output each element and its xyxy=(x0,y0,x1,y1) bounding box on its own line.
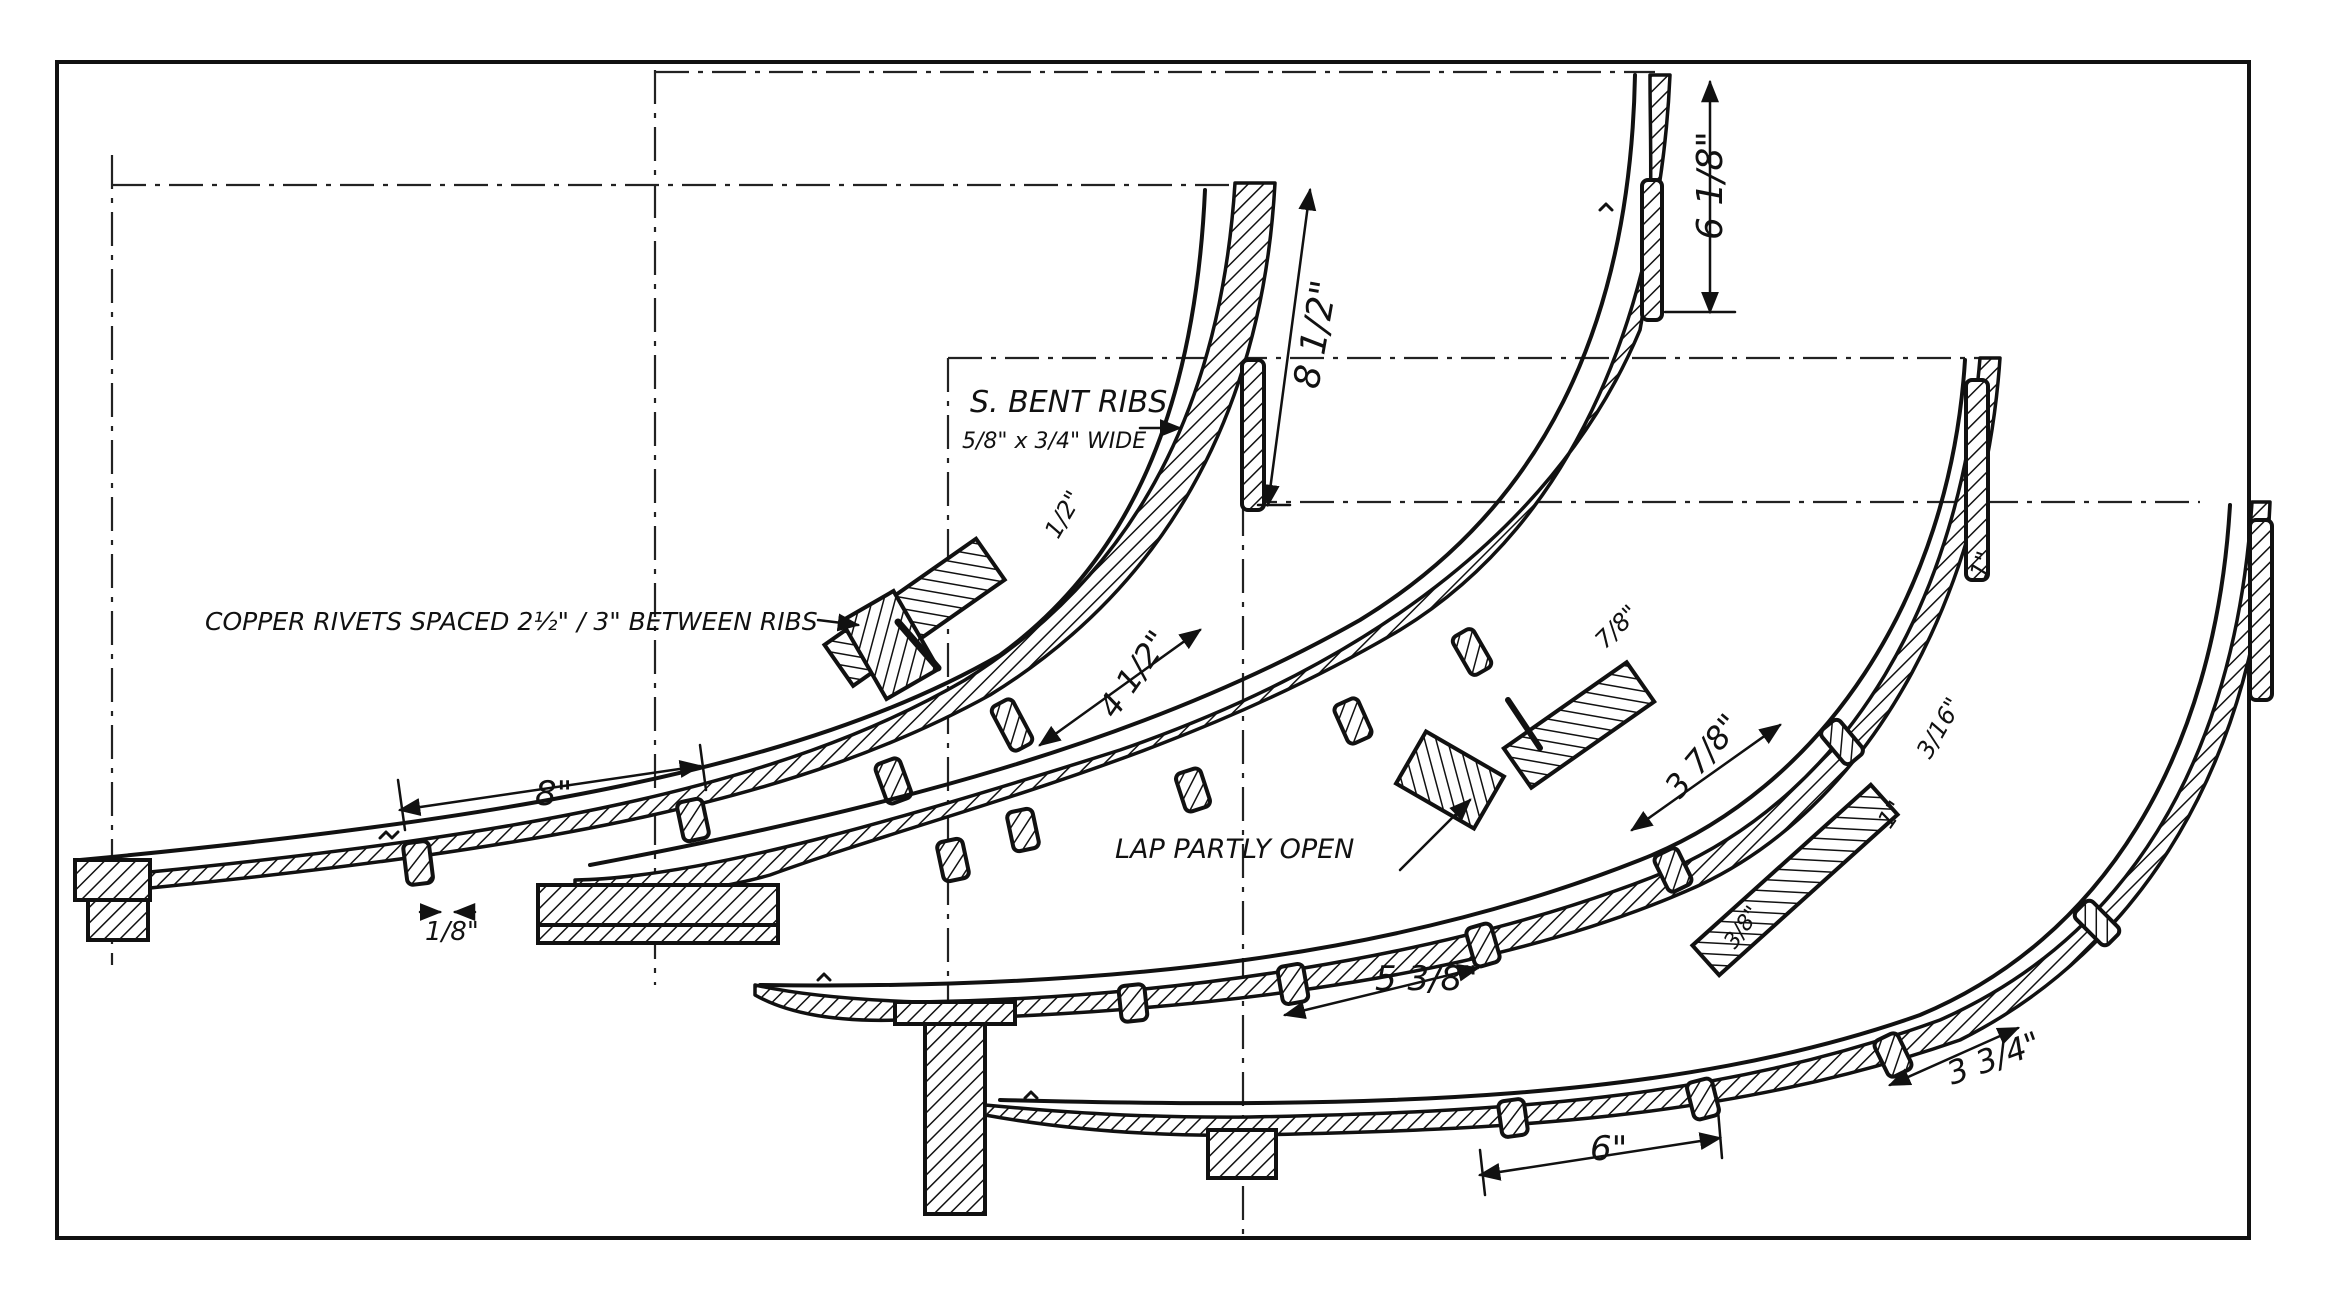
ribs-section-2 xyxy=(935,178,1664,884)
keel-3-stem xyxy=(923,1022,987,1216)
lap-partly-open-label: LAP PARTLY OPEN xyxy=(1115,834,1354,865)
dim-plank-width-3: 5 3/8" xyxy=(1375,959,1478,999)
dimension-lines xyxy=(396,79,2021,1197)
rib-detail-2 xyxy=(1393,659,1657,832)
dim-rivet-offset: 3/16" xyxy=(1911,693,1968,763)
hull-section-4 xyxy=(983,500,2274,1180)
ribs-section-4 xyxy=(1496,518,2274,1139)
copper-rivets-label: COPPER RIVETS SPACED 2½" / 3" BETWEEN RI… xyxy=(205,607,818,636)
dim-plank-thickness: 1/8" xyxy=(425,917,479,947)
hull-section-2 xyxy=(536,73,1672,945)
dim-rib-spacing-2: 6" xyxy=(1590,1129,1627,1169)
lap-detail xyxy=(1689,782,1901,978)
dim-plank-width: 4 1/2" xyxy=(1090,624,1177,725)
bent-ribs-label: S. BENT RIBS xyxy=(970,385,1167,420)
hull-section-1 xyxy=(73,181,1277,942)
keel-1 xyxy=(73,858,152,902)
dim-rib-width-half: 1/2" xyxy=(1039,486,1088,543)
rib-detail-1 xyxy=(821,535,1008,702)
keel-1-stem xyxy=(86,898,150,942)
keel-4 xyxy=(1206,1128,1278,1180)
keel-2-base xyxy=(536,923,780,945)
hull-section-3 xyxy=(753,356,2002,1216)
keel-3 xyxy=(893,1000,1017,1026)
keel-2 xyxy=(536,883,780,929)
bent-ribs-size-label: 5/8" x 3/4" WIDE xyxy=(962,429,1146,454)
dim-lap-detail: 7/8" xyxy=(1589,599,1644,654)
dim-top-right-height: 6 1/8" xyxy=(1690,131,1731,240)
dim-rib-spacing: 8" xyxy=(535,774,572,814)
